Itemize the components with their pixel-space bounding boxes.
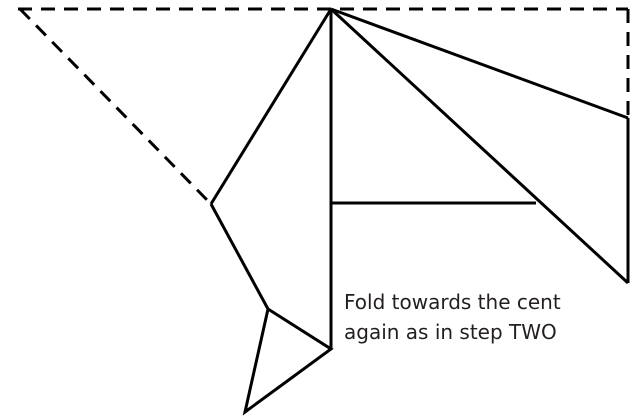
fold-instruction: Fold towards the cent again as in step T… (344, 287, 561, 347)
top-right-edge (330, 7, 629, 120)
instruction-line-1: Fold towards the cent (344, 290, 561, 314)
long-diagonal-fold (329, 7, 630, 285)
left-lower-edge (209, 203, 270, 310)
left-upper-edge (209, 8, 333, 205)
dashed-diagonal-edge (18, 7, 213, 206)
bottom-triangle-flap (242, 306, 334, 416)
solid-fold-lines (209, 7, 630, 416)
dashed-outline (18, 7, 630, 206)
instruction-line-2: again as in step TWO (344, 320, 557, 344)
